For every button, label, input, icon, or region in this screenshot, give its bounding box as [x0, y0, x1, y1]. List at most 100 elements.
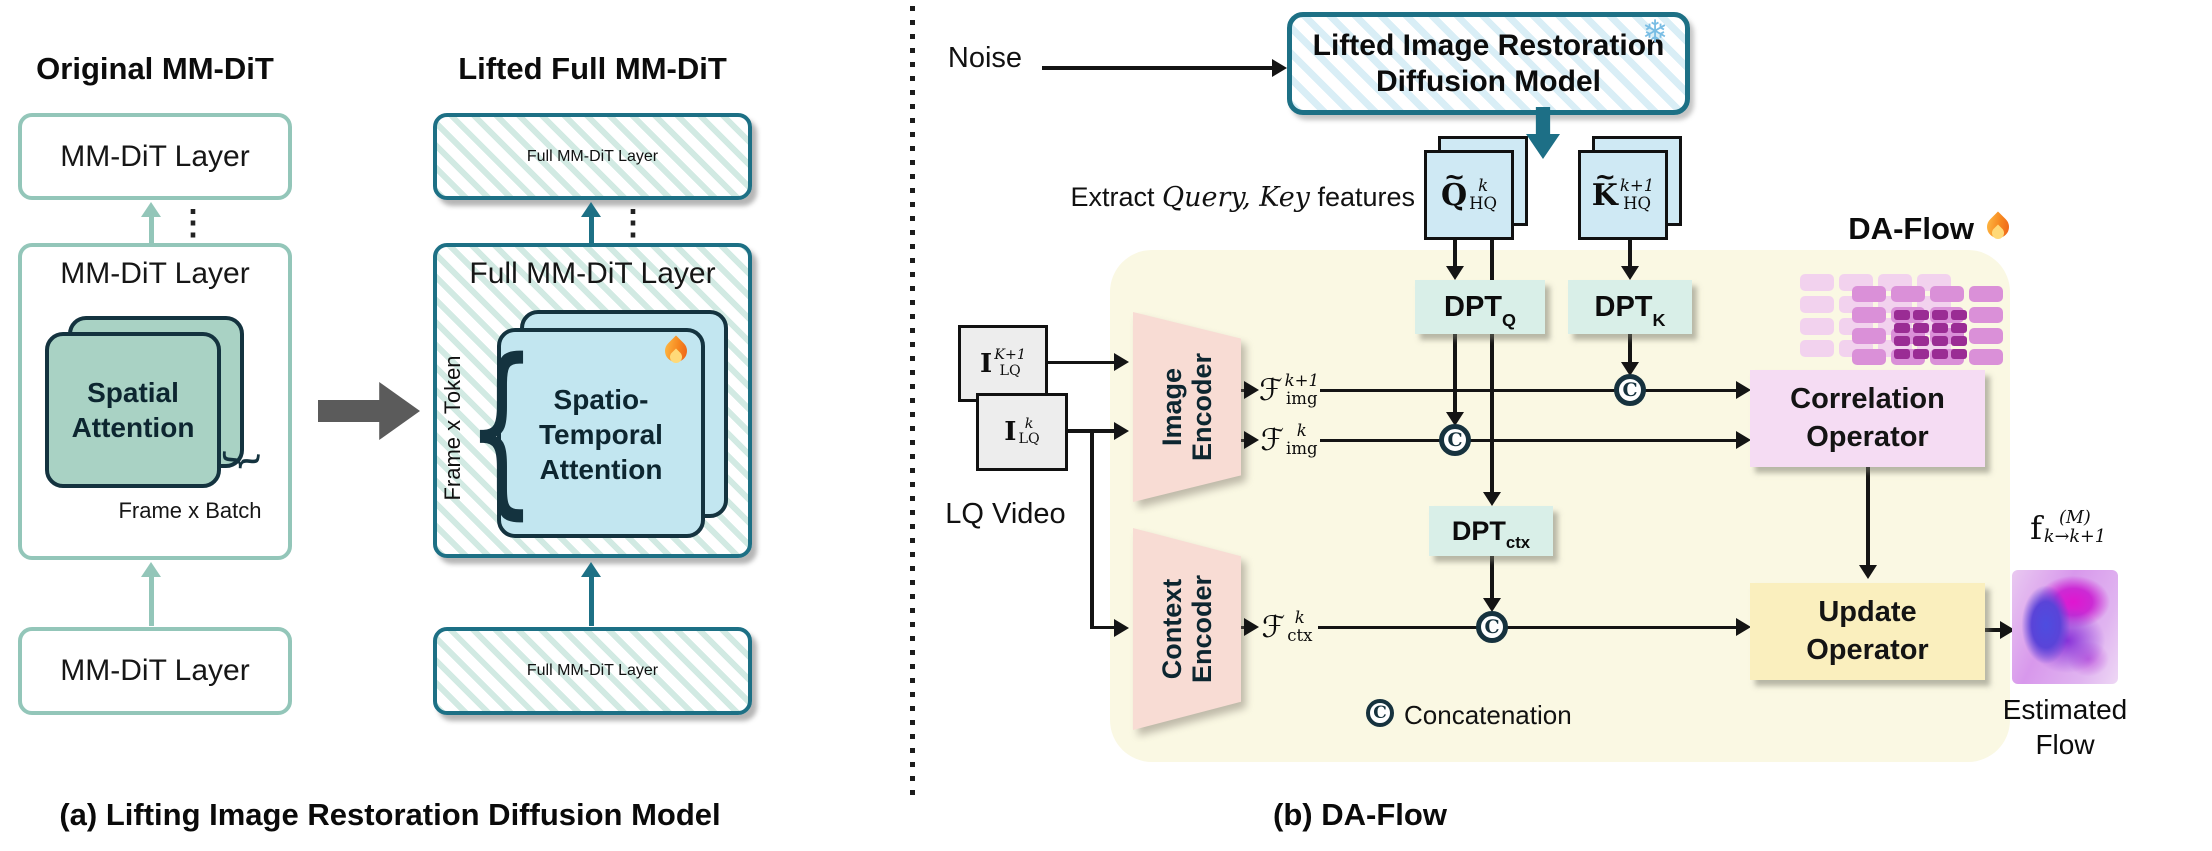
lifted-diffusion-model-box: Lifted Image Restoration Diffusion Model	[1287, 12, 1690, 115]
panel-a-caption: (a) Lifting Image Restoration Diffusion …	[59, 797, 721, 832]
correlation-grid-cell	[1852, 328, 1886, 344]
image-encoder-shape	[1133, 312, 1241, 502]
correlation-grid-cell	[1951, 323, 1967, 333]
mmdit-layer-mid-label: MM-DiT Layer	[60, 257, 250, 290]
arrowhead-icon	[1446, 266, 1464, 280]
up-arrow-icon	[581, 562, 601, 577]
spatio-temporal-label: Spatio-Temporal Attention	[539, 383, 663, 485]
full-mmdit-layer-top-label: Full MM-DiT Layer	[526, 147, 659, 165]
correlation-grid-cell	[1932, 336, 1948, 346]
arrowhead-icon	[1244, 431, 1259, 449]
panel-a-right-title: Lifted Full MM-DiT	[458, 51, 727, 86]
fire-icon	[664, 338, 688, 368]
full-mmdit-layer-bottom-box: Full MM-DiT Layer	[433, 627, 752, 715]
line	[1236, 388, 1246, 392]
line	[1320, 388, 1738, 392]
panel-divider	[910, 6, 915, 796]
arrowhead-icon	[1483, 492, 1501, 506]
line	[1453, 334, 1457, 416]
image-encoder-label: Image Encoder	[1156, 352, 1217, 462]
panel-b-caption: (b) DA-Flow	[1273, 797, 1447, 832]
concat-legend-label: Concatenation	[1404, 700, 1572, 730]
line	[1985, 628, 2003, 632]
up-arrow-stem	[589, 575, 594, 626]
arrowhead-icon	[1244, 618, 1259, 636]
mmdit-layer-bottom-label: MM-DiT Layer	[60, 654, 250, 687]
context-encoder: Context Encoder	[1133, 528, 1241, 730]
up-arrow-icon	[141, 562, 161, 577]
correlation-grid-cell	[1894, 349, 1910, 359]
up-arrow-icon	[581, 202, 601, 217]
correlation-grid-cell	[1891, 286, 1925, 302]
concat-node: C	[1614, 374, 1646, 406]
vertical-ellipsis: ⋮	[176, 204, 210, 242]
estimated-flow-label: Estimated Flow	[2002, 694, 2128, 760]
lq-video-label: LQ Video	[945, 497, 1066, 530]
line	[1490, 556, 1494, 600]
spatial-attention-card	[45, 332, 221, 488]
correlation-grid-cell	[1969, 328, 2003, 344]
up-arrow-stem	[149, 215, 154, 243]
correlation-grid-cell	[1969, 307, 2003, 323]
line	[1090, 429, 1094, 627]
noise-arrow-line	[1042, 66, 1274, 70]
line	[1628, 334, 1632, 364]
arrowhead-icon	[1114, 353, 1129, 371]
frame-x-batch-label: Frame x Batch	[118, 498, 262, 523]
arrowhead-icon	[1736, 618, 1751, 636]
line	[1236, 438, 1246, 442]
correlation-grid-cell	[1913, 336, 1929, 346]
correlation-grid-cell	[1969, 349, 2003, 365]
line	[1866, 467, 1870, 567]
arrowhead-icon	[1114, 619, 1129, 637]
arrowhead-icon	[2000, 621, 2015, 639]
concat-node: C	[1439, 424, 1471, 456]
correlation-grid-cell	[1913, 323, 1929, 333]
correlation-grid-cell	[1932, 349, 1948, 359]
correlation-operator-box: Correlation Operator	[1750, 370, 1985, 467]
panel-a-left-title: Original MM-DiT	[36, 51, 274, 86]
correlation-grid-cell	[1932, 323, 1948, 333]
line	[1048, 360, 1116, 364]
correlation-grid-cell	[1951, 349, 1967, 359]
estimated-flow-image	[2012, 570, 2118, 684]
arrowhead-icon	[1621, 362, 1639, 376]
correlation-grid-cell	[1894, 336, 1910, 346]
arrowhead-icon	[1114, 422, 1129, 440]
correlation-volume-graphic	[1800, 274, 2003, 365]
context-encoder-label: Context Encoder	[1156, 574, 1217, 684]
vertical-ellipsis: ⋮	[616, 204, 650, 242]
up-arrow-stem	[589, 215, 594, 243]
line	[1236, 625, 1246, 629]
correlation-grid-cell	[1800, 274, 1834, 291]
correlation-grid-cell	[1800, 296, 1834, 313]
flow-output-label: f (M)k→k+1	[2030, 508, 2106, 547]
line	[1320, 438, 1738, 442]
line	[1090, 625, 1116, 629]
mmdit-layer-bottom-box: MM-DiT Layer	[18, 627, 292, 715]
line	[1628, 240, 1632, 268]
mmdit-layer-top-box: MM-DiT Layer	[18, 113, 292, 200]
extract-features-label: Extract Query, Key features	[1070, 182, 1415, 213]
image-encoder: Image Encoder	[1133, 312, 1241, 502]
correlation-grid-cell	[1951, 336, 1967, 346]
full-mmdit-layer-top-box: Full MM-DiT Layer	[433, 113, 752, 200]
full-mmdit-layer-bottom-label: Full MM-DiT Layer	[526, 662, 659, 679]
correlation-grid-cell	[1852, 286, 1886, 302]
mmdit-layer-top-label: MM-DiT Layer	[60, 139, 250, 173]
arrowhead-icon	[1621, 266, 1639, 280]
noise-label: Noise	[947, 41, 1023, 74]
